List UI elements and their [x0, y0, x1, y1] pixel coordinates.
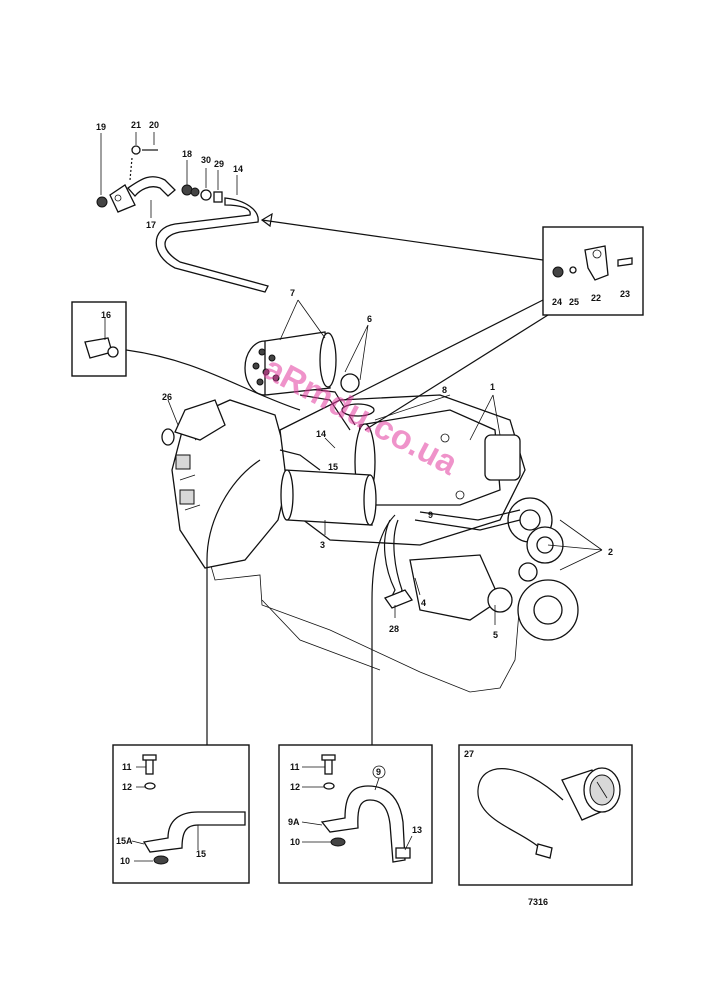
callout-16: 16 — [101, 310, 111, 320]
callout-14-top: 14 — [233, 164, 243, 174]
pipe-9-leader — [371, 514, 396, 745]
callout-6: 6 — [367, 314, 372, 324]
callout-18: 18 — [182, 149, 192, 159]
detail-middle-callout-12: 12 — [290, 782, 300, 792]
detail-left-callout-15: 15 — [196, 849, 206, 859]
callout-2: 2 — [608, 547, 613, 557]
callout-24: 24 — [552, 297, 562, 307]
pipe-15-leader — [206, 459, 261, 745]
breather-pipe-assembly — [96, 145, 269, 293]
detail-right-callout-27: 27 — [464, 749, 474, 759]
detail-box-sender — [71, 301, 301, 411]
callout-22: 22 — [591, 293, 601, 303]
engine-block — [161, 387, 579, 693]
callout-14: 14 — [316, 429, 326, 439]
detail-middle-callout-11: 11 — [290, 762, 300, 772]
callout-1: 1 — [490, 382, 495, 392]
callouts: 1 2 3 4 5 6 7 8 9 14 14 15 16 17 18 19 2… — [96, 120, 630, 640]
callout-19: 19 — [96, 122, 106, 132]
callout-25: 25 — [569, 297, 579, 307]
callout-29: 29 — [214, 159, 224, 169]
detail-box-middle: 11 12 9A 10 9 13 — [278, 744, 433, 884]
callout-5: 5 — [493, 630, 498, 640]
detail-middle-callout-10: 10 — [290, 837, 300, 847]
detail-left-callout-11: 11 — [122, 762, 132, 772]
callout-28: 28 — [389, 624, 399, 634]
detail-middle-callout-9: 9 — [376, 767, 381, 777]
callout-20: 20 — [149, 120, 159, 130]
callout-21: 21 — [131, 120, 141, 130]
callout-15: 15 — [328, 462, 338, 472]
detail-box-left: 11 12 15A 10 15 — [112, 744, 250, 884]
detail-box-bracket — [260, 212, 644, 431]
detail-left-callout-15A: 15A — [116, 836, 133, 846]
leader-lines — [100, 132, 603, 625]
callout-4: 4 — [421, 598, 426, 608]
detail-middle-callout-9A: 9A — [288, 817, 300, 827]
callout-30: 30 — [201, 155, 211, 165]
callout-7: 7 — [290, 288, 295, 298]
callout-26: 26 — [162, 392, 172, 402]
callout-3: 3 — [320, 540, 325, 550]
drawing-number: 7316 — [528, 897, 548, 907]
callout-23: 23 — [620, 289, 630, 299]
callout-8: 8 — [442, 385, 447, 395]
detail-left-callout-10: 10 — [120, 856, 130, 866]
air-filter — [244, 331, 360, 396]
detail-box-right: 27 — [458, 744, 633, 886]
callout-9: 9 — [428, 510, 433, 520]
detail-left-callout-12: 12 — [122, 782, 132, 792]
detail-middle-callout-13: 13 — [412, 825, 422, 835]
callout-17: 17 — [146, 220, 156, 230]
